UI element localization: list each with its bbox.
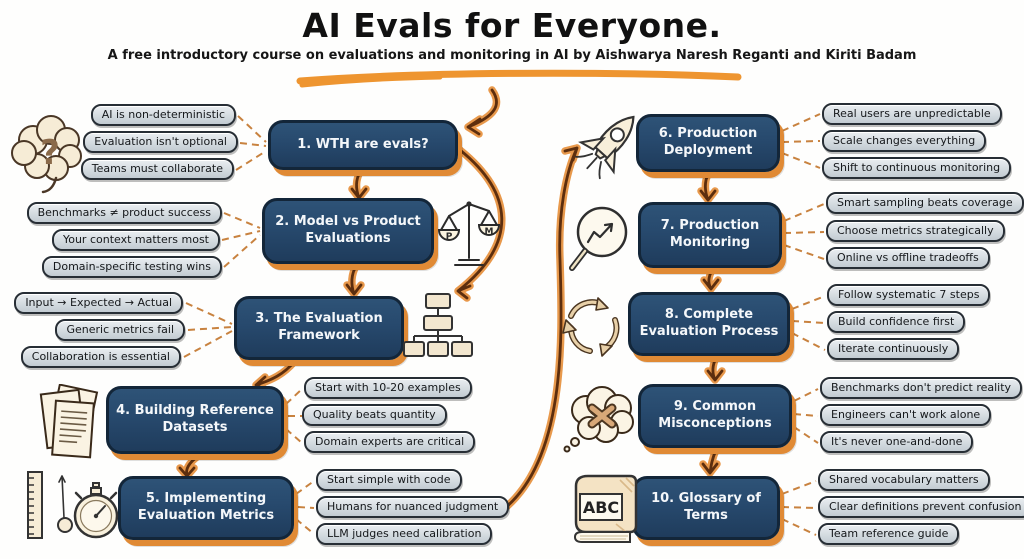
node-3-box: 3. The Evaluation Framework (234, 296, 404, 360)
subtitle-underline (296, 69, 742, 88)
note-pill: Scale changes everything (822, 130, 987, 152)
note-pill: LLM judges need calibration (316, 523, 493, 545)
note-pill: Evaluation isn't optional (83, 131, 238, 153)
note-pill: Smart sampling beats coverage (826, 192, 1024, 214)
measurement-tools-icon (27, 471, 119, 539)
note-pill: Engineers can't work alone (820, 404, 992, 426)
note-pill: Domain-specific testing wins (41, 256, 222, 278)
svg-text:?: ? (40, 133, 60, 173)
note-pill: Benchmarks don't predict reality (820, 377, 1023, 399)
note-pill: Clear definitions prevent confusion (818, 496, 1024, 518)
node-7-box: 7. Production Monitoring (638, 202, 782, 268)
node-2-box: 2. Model vs Product Evaluations (262, 198, 434, 264)
glossary-book-icon: ABC (573, 474, 638, 543)
svg-text:P: P (446, 232, 453, 242)
brain-question-icon: ? (11, 115, 82, 194)
note-pill: Start with 10-20 examples (304, 377, 472, 399)
node-6-box: 6. Production Deployment (636, 114, 780, 172)
note-pill: Iterate continuously (827, 338, 960, 360)
page-title: AI Evals for Everyone. (302, 6, 722, 45)
note-pill: Humans for nuanced judgment (316, 496, 510, 518)
note-pill: Shift to continuous monitoring (822, 157, 1012, 179)
note-pill: Choose metrics strategically (826, 220, 1005, 242)
note-pill: Your context matters most (51, 229, 220, 251)
page-subtitle: A free introductory course on evaluation… (107, 48, 917, 63)
cycle-arrows-icon (562, 297, 620, 357)
node-1-box: 1. WTH are evals? (268, 120, 458, 170)
note-pill: Generic metrics fail (55, 319, 185, 341)
org-chart-icon (403, 293, 473, 357)
note-pill: Follow systematic 7 steps (827, 284, 991, 306)
note-pill: Online vs offline tradeoffs (826, 247, 990, 269)
flow-arrows (176, 86, 726, 516)
note-pill: Benchmarks ≠ product success (26, 202, 222, 224)
node-5-box: 5. Implementing Evaluation Metrics (118, 476, 294, 540)
note-pill: Team reference guide (818, 523, 960, 545)
balance-scale-icon: P M (437, 201, 501, 266)
note-pill: Collaboration is essential (20, 346, 181, 368)
note-pill: Quality beats quantity (302, 404, 447, 426)
monitoring-magnifier-icon (569, 206, 628, 271)
node-8-box: 8. Complete Evaluation Process (628, 292, 790, 356)
node-10-box: 10. Glossary of Terms (632, 476, 780, 540)
note-pill: It's never one-and-done (820, 431, 974, 453)
note-pill: Build confidence first (827, 311, 966, 333)
note-pill: Input → Expected → Actual (14, 292, 183, 314)
note-pill: AI is non-deterministic (90, 104, 236, 126)
node-9-box: 9. Common Misconceptions (638, 384, 792, 448)
connector-dashes (183, 113, 826, 536)
note-pill: Real users are unpredictable (822, 103, 1002, 125)
note-pill: Shared vocabulary matters (818, 469, 990, 491)
rocket-icon (575, 115, 635, 180)
note-pill: Start simple with code (316, 469, 462, 491)
documents-icon (39, 384, 99, 459)
svg-text:M: M (485, 227, 494, 237)
svg-text:ABC: ABC (583, 498, 619, 517)
node-4-box: 4. Building Reference Datasets (106, 386, 284, 454)
note-pill: Domain experts are critical (304, 431, 476, 453)
note-pill: Teams must collaborate (80, 158, 234, 180)
misconception-thought-icon (563, 386, 634, 453)
